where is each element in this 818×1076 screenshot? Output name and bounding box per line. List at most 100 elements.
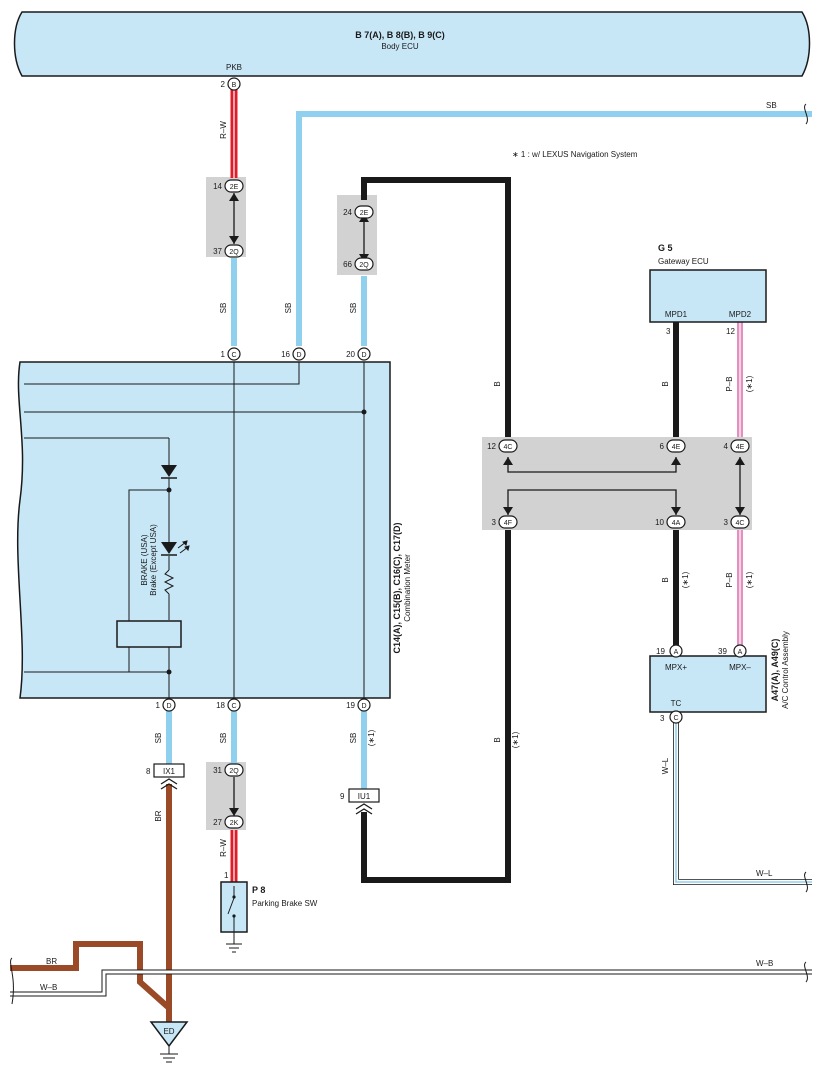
ac-control-assembly: MPX+ MPX– TC A47(A), A49(C) A/C Control … (649, 631, 790, 723)
pin-letter: 4E (736, 444, 745, 451)
wire-break-marks (10, 103, 808, 1005)
combination-meter: BRAKE (USA) Brake (Except USA) C14(A), C… (16, 361, 412, 699)
switch-icon (227, 897, 235, 915)
wire-label-b-1: B (493, 381, 502, 386)
pin-number: 6 (660, 442, 665, 451)
led-rays-icon (177, 540, 190, 554)
pin-meter-bottom-19d: D19 (346, 698, 371, 712)
wire-label-star-4: (∗1) (511, 731, 520, 748)
ground-label: ED (163, 1027, 174, 1036)
pin-number: 16 (281, 350, 290, 359)
connector-iu1: IU1 9 (340, 788, 380, 815)
gateway-name: Gateway ECU (658, 257, 709, 266)
junction-a-arrow-up (229, 193, 239, 201)
pin-letter: 2E (230, 184, 239, 191)
meter-name: Combination Meter (403, 554, 412, 622)
pin-number: 2 (221, 80, 226, 89)
wire-label-b-3: B (661, 577, 670, 582)
ac-pin-mpx-plus-no: 19 (656, 647, 665, 656)
wire-label-wb-left: W–B (40, 983, 57, 992)
ac-tc: TC (671, 699, 682, 708)
pin-number: 18 (216, 701, 225, 710)
pin-main-junction-4e-mid: 4E6 (660, 439, 686, 453)
pin-letter: 4F (504, 520, 512, 527)
connector-ix1-pin: 8 (146, 767, 151, 776)
pin-meter-top-1c: C1 (221, 347, 241, 361)
pin-number: 24 (343, 208, 352, 217)
wire-label-sb-1: SB (219, 303, 228, 314)
body-ecu-box (13, 11, 811, 77)
junction-main-arrows (503, 457, 745, 515)
pin-number: 12 (487, 442, 496, 451)
navigation-note: ∗ 1 : w/ LEXUS Navigation System (512, 150, 638, 159)
pin-number: 10 (655, 518, 664, 527)
pin-letter: C (231, 352, 236, 359)
brake-label-usa: BRAKE (USA) (140, 534, 149, 585)
wire-label-pb-2: P–B (725, 572, 734, 587)
pin-ac-mpx-minus: A (733, 644, 747, 658)
wire-label-rw-top: R–W (219, 121, 228, 139)
ac-pin-mpx-minus-no: 39 (718, 647, 727, 656)
ac-mpx-minus: MPX– (729, 663, 751, 672)
junction-block-main (482, 437, 752, 530)
pin-main-junction-4e-right: 4E 4 (724, 439, 750, 453)
meter-code: C14(A), C15(B), C16(C), C17(D) (392, 522, 402, 653)
body-ecu: B 7(A), B 8(B), B 9(C) Body ECU PKB (13, 11, 811, 77)
gateway-ecu: G 5 Gateway ECU MPD1 MPD2 3 12 (649, 243, 767, 336)
gateway-box (649, 269, 767, 323)
pin-number: 4 (724, 442, 729, 451)
wire-label-sb-2: SB (284, 303, 293, 314)
junction-dot (361, 409, 367, 415)
pin-letter: A (738, 649, 743, 656)
body-ecu-name: Body ECU (381, 42, 419, 51)
ac-name: A/C Control Assembly (781, 631, 790, 709)
pin-meter-bottom-1d: D1 (156, 698, 176, 712)
wire-wl (673, 722, 812, 885)
wire-labels: R–W SB SB SB SB B B P–B (∗1) B (∗1) P–B … (40, 101, 777, 992)
meter-driver-box (116, 620, 182, 648)
pin-letter: D (296, 352, 301, 359)
pin-letter: 2Q (229, 249, 239, 256)
pin-number: 1 (156, 701, 161, 710)
gateway-pin2-no: 12 (726, 327, 735, 336)
parking-ground-icon (226, 943, 242, 953)
brake-label-except-usa: Brake (Except USA) (149, 524, 158, 596)
parking-sw-pin: 1 (224, 871, 229, 880)
body-ecu-pin-name: PKB (226, 63, 242, 72)
pin-letter: B (232, 82, 237, 89)
wire-label-sb-3: SB (349, 303, 358, 314)
wire-label-star-5: (∗1) (367, 729, 376, 746)
connector-iu1-pin: 9 (340, 792, 345, 801)
pin-letter: D (166, 703, 171, 710)
ground-ed: ED (149, 1021, 189, 1063)
pin-junction-b-top: 2E 24 (343, 205, 374, 219)
connector-ix1: IX1 8 (146, 763, 185, 790)
connector-ix1-label: IX1 (163, 767, 176, 776)
wire-label-star-3: (∗1) (745, 571, 754, 588)
ground-triangle-icon (149, 1021, 189, 1048)
pin-letter: D (361, 352, 366, 359)
wire-label-wl-2: W–L (756, 869, 773, 878)
wire-wb (10, 969, 812, 997)
gateway-pin1-no: 3 (666, 327, 671, 336)
ac-mpx-plus: MPX+ (665, 663, 687, 672)
pin-meter-bottom-18c: C18 (216, 698, 241, 712)
junction-a-arrow-down (229, 236, 239, 244)
wire-label-star-1: (∗1) (745, 375, 754, 392)
pin-letter: 4C (504, 444, 513, 451)
pin-letter: 4A (672, 520, 681, 527)
pin-letter: 2Q (359, 262, 369, 269)
wire-label-rw-bottom: R–W (219, 839, 228, 857)
ground-icon (160, 1046, 178, 1063)
wire-label-br: BR (154, 810, 163, 821)
parking-sw-name: Parking Brake SW (252, 899, 318, 908)
pin-letter: 4C (736, 520, 745, 527)
ac-pin-tc-no: 3 (660, 714, 665, 723)
meter-internal-wiring (24, 362, 365, 698)
pin-letter: 2E (360, 210, 369, 217)
wire-label-br-left: BR (46, 957, 57, 966)
